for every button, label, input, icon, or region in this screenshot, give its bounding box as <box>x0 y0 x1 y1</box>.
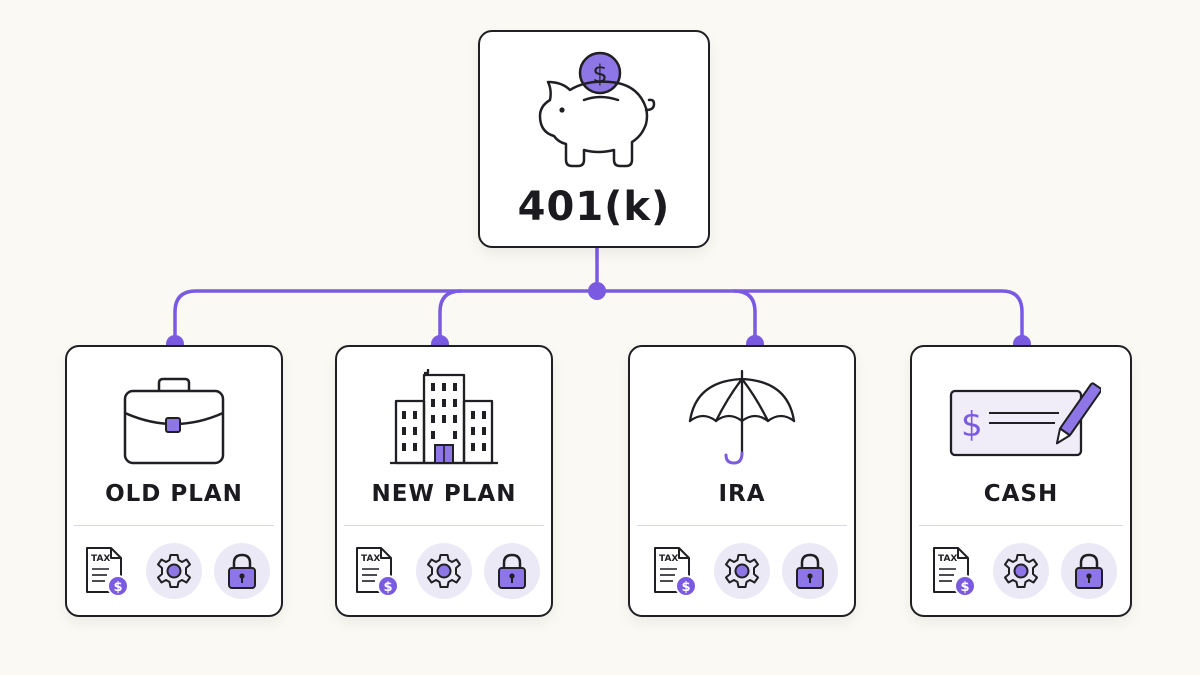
tax-document-icon[interactable]: TAX $ <box>925 543 981 599</box>
tax-document-icon[interactable]: TAX $ <box>78 543 134 599</box>
option-card-cash[interactable]: $ CASH TAX $ <box>910 345 1132 617</box>
root-card-401k[interactable]: $ 401(k) <box>478 30 710 248</box>
option-card-new-plan[interactable]: NEW PLAN TAX $ <box>335 345 553 617</box>
svg-text:TAX: TAX <box>659 554 678 564</box>
svg-text:$: $ <box>961 405 983 445</box>
svg-text:TAX: TAX <box>938 554 957 564</box>
root-title: 401(k) <box>517 184 671 230</box>
office-building-icon <box>390 369 498 465</box>
option-title-new-plan: NEW PLAN <box>371 481 517 507</box>
svg-text:TAX: TAX <box>361 554 380 564</box>
option-title-old-plan: OLD PLAN <box>105 481 243 507</box>
card-divider <box>344 525 544 526</box>
gear-icon[interactable] <box>993 543 1049 599</box>
option-title-ira: IRA <box>718 481 766 507</box>
card-divider <box>919 525 1123 526</box>
option-card-old-plan[interactable]: OLD PLAN TAX $ <box>65 345 283 617</box>
svg-text:$: $ <box>960 580 969 595</box>
padlock-icon[interactable] <box>484 543 540 599</box>
umbrella-icon <box>688 369 796 465</box>
svg-text:$: $ <box>383 580 392 595</box>
briefcase-icon <box>123 377 225 465</box>
svg-text:TAX: TAX <box>91 554 110 564</box>
svg-text:$: $ <box>592 60 607 88</box>
gear-icon[interactable] <box>146 543 202 599</box>
gear-icon[interactable] <box>714 543 770 599</box>
card-divider <box>74 525 274 526</box>
padlock-icon[interactable] <box>782 543 838 599</box>
check-icon: $ <box>949 382 1101 457</box>
option-card-ira[interactable]: IRA TAX $ <box>628 345 856 617</box>
piggy-bank-icon: $ <box>538 51 656 168</box>
card-divider <box>637 525 847 526</box>
tax-document-icon[interactable]: TAX $ <box>348 543 404 599</box>
gear-icon[interactable] <box>416 543 472 599</box>
padlock-icon[interactable] <box>214 543 270 599</box>
svg-text:$: $ <box>113 580 122 595</box>
option-title-cash: CASH <box>983 481 1059 507</box>
junction-dot <box>588 282 606 300</box>
svg-text:$: $ <box>681 580 690 595</box>
padlock-icon[interactable] <box>1061 543 1117 599</box>
tax-document-icon[interactable]: TAX $ <box>646 543 702 599</box>
